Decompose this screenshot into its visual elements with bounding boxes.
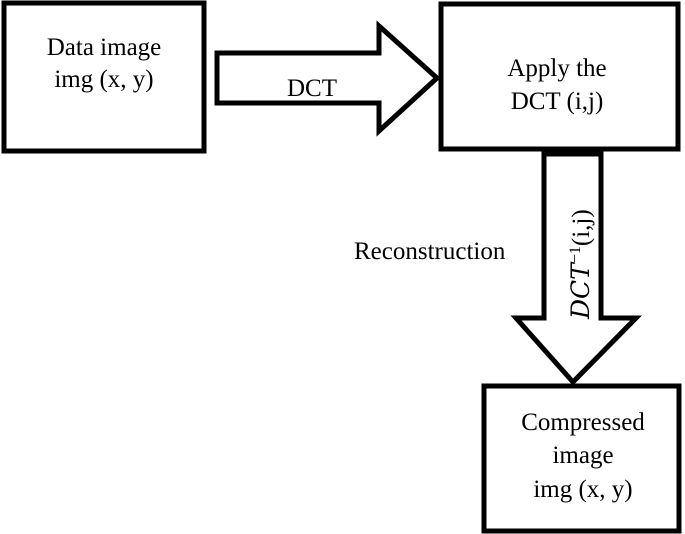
data-image-box — [1, 0, 207, 154]
dct-arrow-label: DCT — [287, 75, 337, 102]
compressed-image-label-line2: image — [552, 442, 613, 469]
apply-dct-label-line2: DCT (i,j) — [511, 88, 604, 115]
apply-dct-node: Apply the DCT (i,j) — [438, 1, 681, 152]
data-image-label-line2: img (x, y) — [54, 66, 153, 93]
compressed-image-node: Compressed image img (x, y) — [481, 383, 682, 534]
inverse-dct-args: (i,j) — [568, 209, 595, 246]
reconstruction-label: Reconstruction — [354, 238, 506, 265]
inverse-dct-arrow-shape — [510, 151, 642, 386]
compressed-image-box — [481, 383, 682, 534]
compressed-image-label-line3: img (x, y) — [533, 476, 632, 503]
data-image-node: Data image img (x, y) — [1, 0, 207, 154]
inverse-dct-label: DCT−1(i,j) — [566, 209, 595, 320]
apply-dct-label-line1: Apply the — [507, 55, 606, 82]
apply-dct-box — [438, 1, 681, 152]
inverse-dct-exponent: −1 — [567, 246, 584, 263]
inverse-dct-base: DCT — [566, 261, 595, 320]
dct-arrow: DCT — [214, 20, 441, 137]
compressed-image-label-line1: Compressed — [521, 409, 645, 436]
inverse-dct-arrow: DCT−1(i,j) — [510, 151, 642, 386]
dct-arrow-shape — [214, 20, 441, 137]
data-image-label-line1: Data image — [47, 34, 162, 61]
